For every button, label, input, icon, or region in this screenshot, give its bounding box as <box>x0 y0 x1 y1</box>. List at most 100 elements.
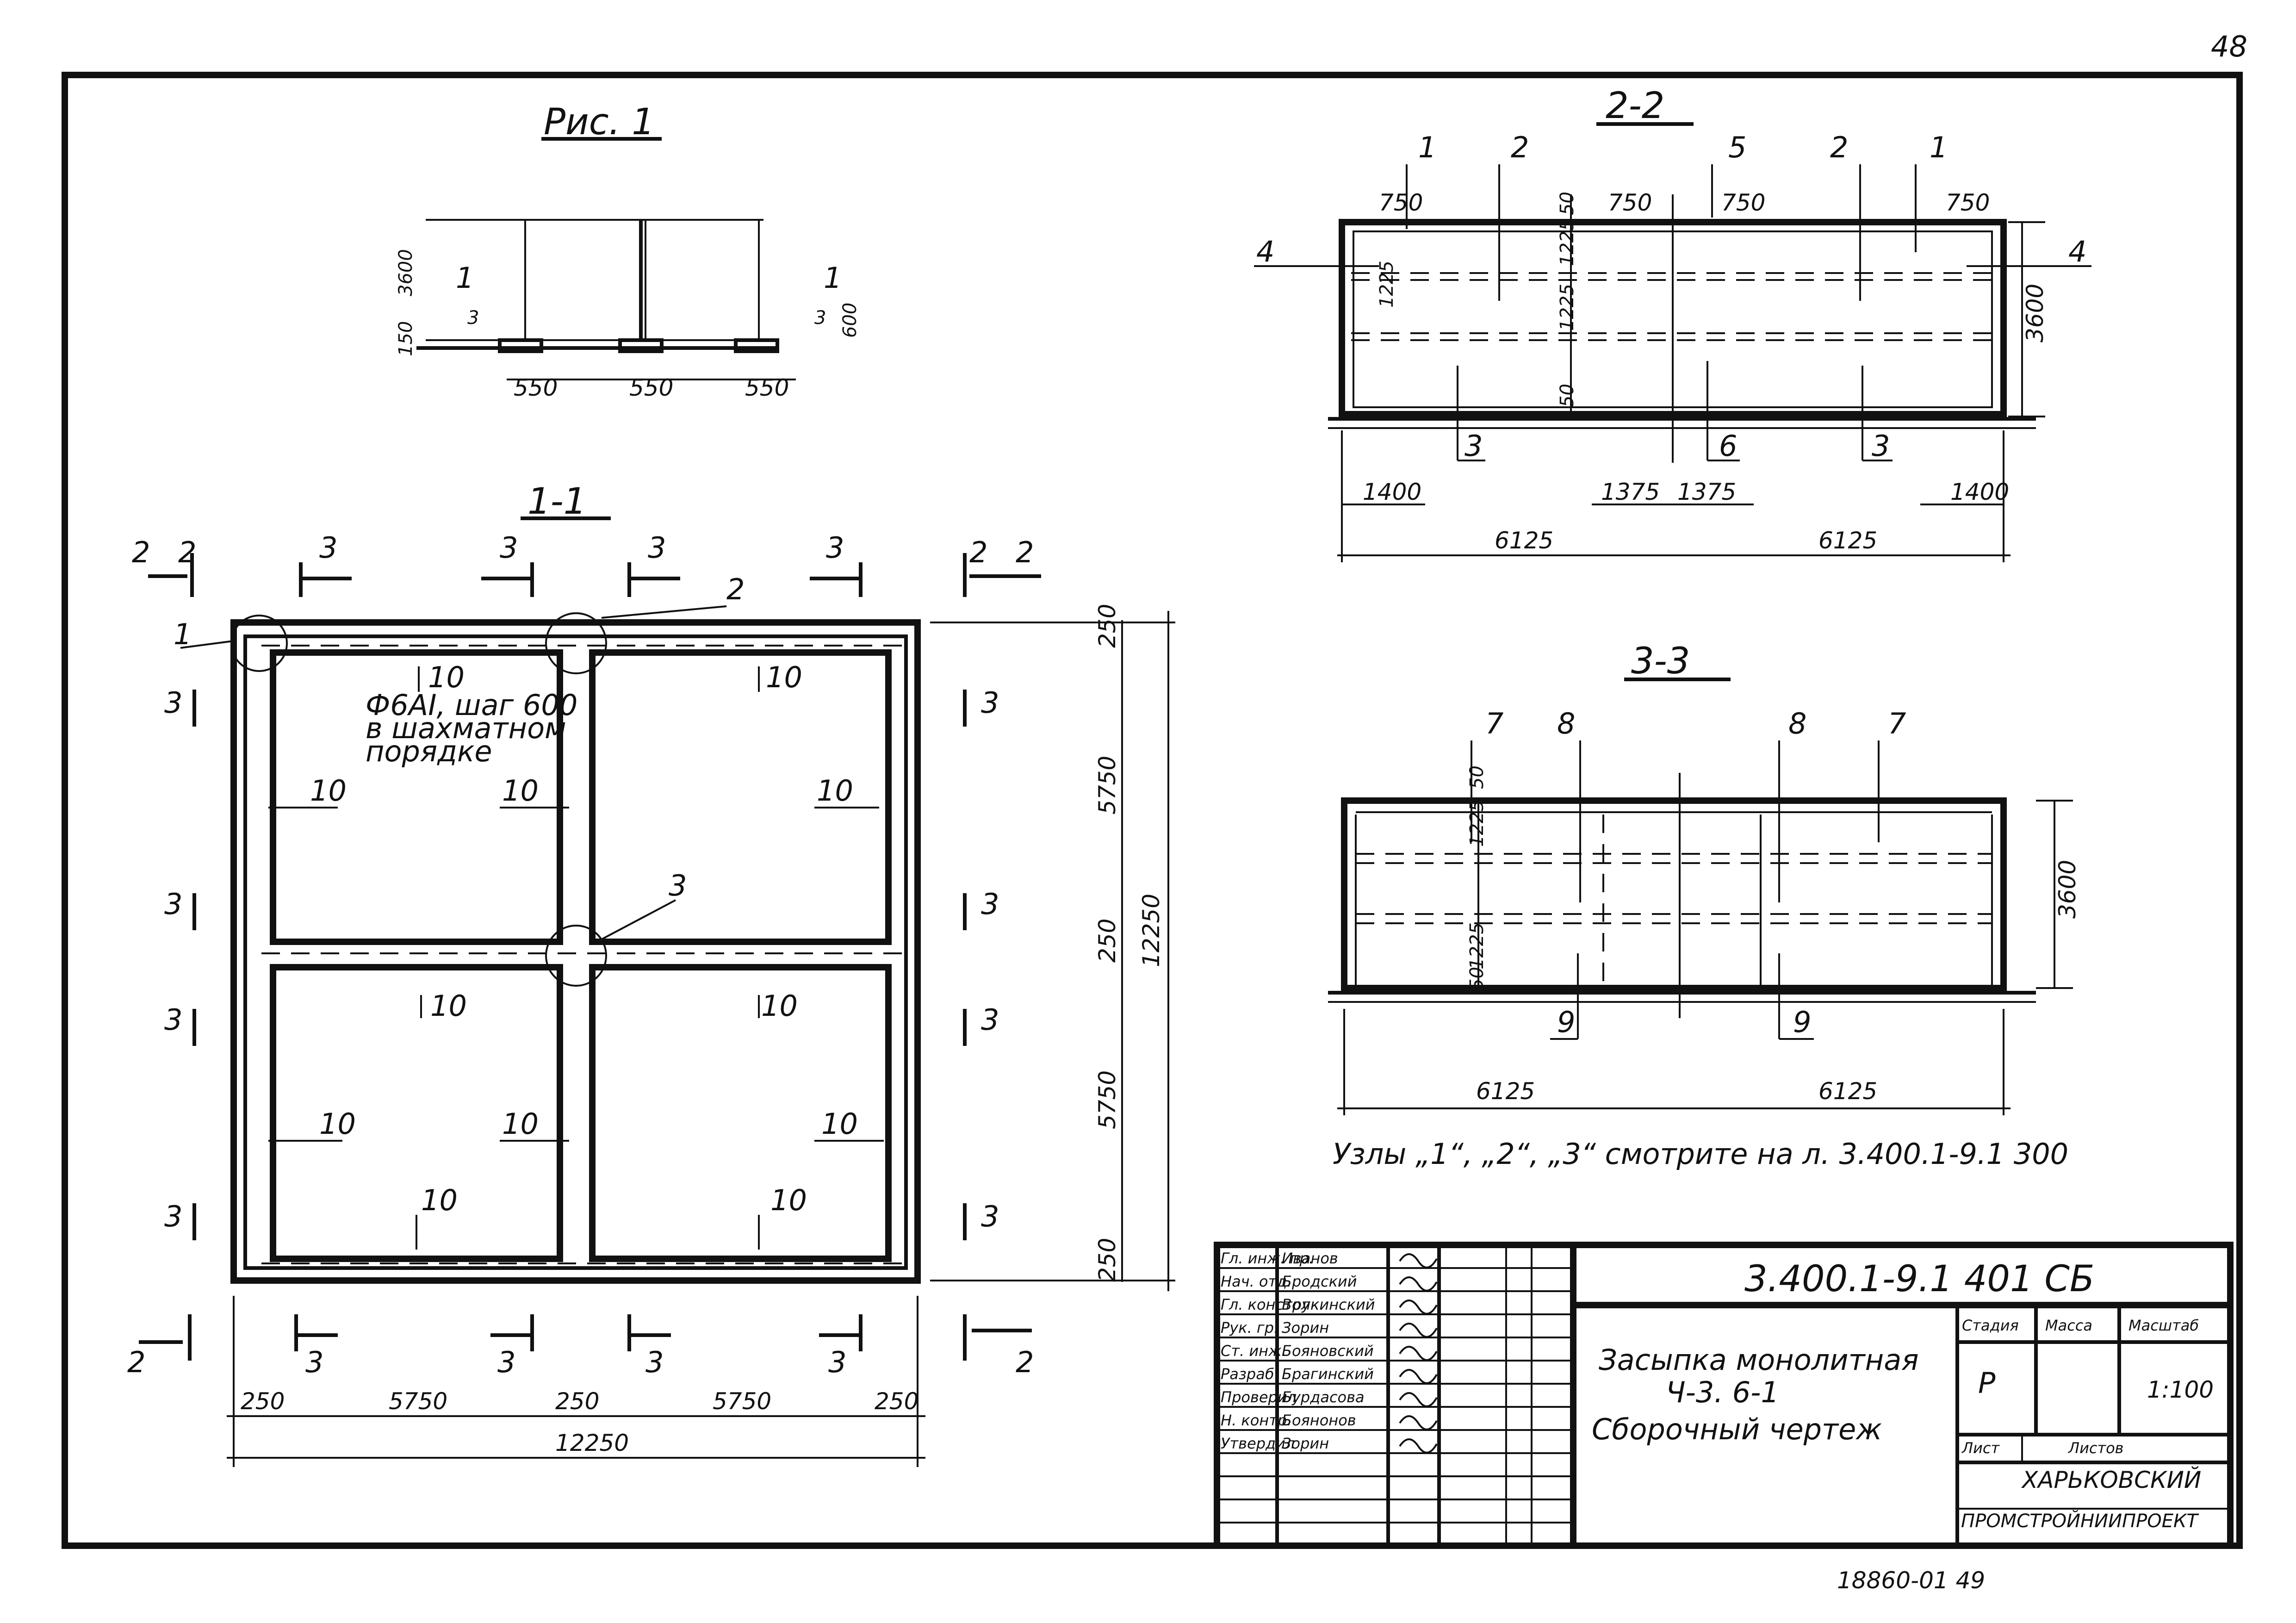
sheet-number: 48 <box>2211 30 2247 63</box>
tb-name-8: Боянонов <box>1282 1412 1356 1429</box>
right-dim-4: 5750 <box>1094 1070 1121 1129</box>
svg-text:3: 3 <box>981 1200 999 1233</box>
sec22-top-dim-1: 750 <box>1379 189 1423 216</box>
mark-10: 10 <box>421 1183 458 1217</box>
tb-org-line-1: ХАРЬКОВСКИЙ <box>2021 1466 2201 1493</box>
tb-name-4: Зорин <box>1282 1319 1329 1337</box>
cut-marker-2-bottom-right: 2 <box>963 1314 1034 1379</box>
rebar-note-line-3: порядке <box>366 734 492 768</box>
sec33-mark-2: 8 <box>1557 707 1575 740</box>
svg-text:3: 3 <box>828 1345 846 1379</box>
sec11-title: 1-1 <box>527 481 586 522</box>
sec22-total-1: 6125 <box>1495 527 1553 554</box>
sec33-left-dim-1: 50 <box>1466 765 1488 789</box>
sec33-total-1: 6125 <box>1476 1078 1535 1105</box>
tb-role-4: Рук. гр. <box>1221 1319 1278 1337</box>
tb-role-1: Гл. инж. пр. <box>1221 1250 1314 1267</box>
sec22-lower-mark-3: 3 <box>1872 429 1890 463</box>
sec33-mark-3: 8 <box>1788 707 1806 740</box>
fig1-base-label: 150 <box>395 321 416 356</box>
tb-name-line-3: Сборочный чертеж <box>1592 1412 1882 1446</box>
svg-text:2: 2 <box>1016 1345 1034 1379</box>
right-dim-2: 5750 <box>1094 756 1121 815</box>
sheet-frame <box>62 72 2243 1549</box>
tb-signatures <box>1399 1253 1438 1454</box>
sec22-lower-dim-3: 1375 <box>1677 479 1736 505</box>
svg-text:3: 3 <box>164 1003 182 1037</box>
sec33-bottom-mark-1: 9 <box>1557 1005 1575 1039</box>
tb-name-3: Волкинский <box>1282 1296 1375 1313</box>
tb-role-6: Разраб. <box>1221 1365 1279 1383</box>
sec22-title: 2-2 <box>1606 85 1664 127</box>
mark-10: 10 <box>502 1107 539 1141</box>
fig1-height-label: 3600 <box>395 249 416 296</box>
sec22-top-dim-3: 750 <box>1721 189 1765 216</box>
right-dim-5: 250 <box>1094 1238 1121 1282</box>
cut-marker-3: 3 <box>481 531 534 597</box>
mark-10: 10 <box>430 989 467 1023</box>
tb-role-8: Н. контр. <box>1221 1412 1291 1429</box>
mark-10: 10 <box>761 989 798 1023</box>
cut-marker-2-top-right: 2 2 <box>963 535 1041 597</box>
bottom-dim-1: 250 <box>241 1388 285 1415</box>
svg-text:3: 3 <box>826 531 844 565</box>
bottom-dim-total: 12250 <box>555 1430 629 1456</box>
sec22-inner-dim-3: 1225 <box>1557 284 1578 331</box>
rebar-note-line-1: Ф6AI, шаг 600 <box>366 688 577 722</box>
svg-text:3: 3 <box>164 887 182 921</box>
fig1-sec-right: 1 <box>824 261 842 295</box>
tb-name-2: Бродский <box>1282 1273 1357 1290</box>
tb-name-7: Бурдасова <box>1282 1388 1365 1406</box>
section-2-2: 2-2 1 2 5 2 1 750 750 750 750 4 4 50 1 <box>1254 85 2091 562</box>
sec33-left-dim-4: 50 <box>1466 967 1488 990</box>
sec22-top-dim-4: 750 <box>1946 189 1990 216</box>
tb-sheet-label: Лист <box>1961 1439 2000 1457</box>
rebar-note-line-2: в шахматном <box>366 711 566 745</box>
tb-stage: Р <box>1978 1366 1996 1400</box>
fig1-dim-3: 550 <box>745 374 789 401</box>
sec22-mark-3: 5 <box>1728 131 1746 164</box>
tb-scale: 1:100 <box>2147 1376 2214 1403</box>
node-1-circle <box>230 615 288 672</box>
sec22-left-inner: 1225 <box>1376 261 1397 308</box>
svg-text:3: 3 <box>981 1003 999 1037</box>
sec33-left-dim-3: 1225 <box>1466 922 1488 970</box>
sec22-lower-dim-4: 1400 <box>1950 479 2009 505</box>
cut-marker-3: 3 <box>810 531 863 597</box>
sec33-left-dim-2: 1225 <box>1466 800 1488 847</box>
sec22-lower-mark-1: 3 <box>1464 429 1483 463</box>
svg-text:3: 3 <box>319 531 337 565</box>
sec22-top-dim-2: 750 <box>1608 189 1652 216</box>
bottom-note: 18860-01 49 <box>1837 1567 1985 1594</box>
sec22-mark-1: 1 <box>1418 131 1436 164</box>
nodes-reference-note: Узлы „1“, „2“, „3“ смотрите на л. 3.400.… <box>1333 1137 2068 1171</box>
mark-10: 10 <box>766 660 802 694</box>
tb-role-2: Нач. отд. <box>1221 1273 1291 1290</box>
fig1-sec-left-num: 3 <box>467 307 479 329</box>
tb-sheets-label: Листов <box>2068 1439 2124 1457</box>
sec33-mark-4: 7 <box>1888 707 1906 740</box>
tb-h-scale: Масштаб <box>2128 1317 2199 1334</box>
sec33-height: 3600 <box>2054 860 2081 919</box>
sec22-lower-dim-2: 1375 <box>1601 479 1660 505</box>
sec22-mark-5: 1 <box>1930 131 1948 164</box>
right-dim-1: 250 <box>1094 604 1121 648</box>
svg-text:3: 3 <box>164 686 182 720</box>
tb-name-9: Зорин <box>1282 1435 1329 1452</box>
sec22-inner-dim-2: 1225 <box>1557 219 1578 266</box>
cut-marker-2-bottom-left: 2 <box>127 1314 192 1379</box>
sec33-title: 3-3 <box>1631 640 1690 682</box>
tb-role-9: Утвердил <box>1221 1435 1295 1452</box>
bottom-dim-3: 250 <box>555 1388 599 1415</box>
sec22-inner-dim-4: 50 <box>1557 384 1578 407</box>
svg-text:3: 3 <box>645 1345 664 1379</box>
fig1-dim-2: 550 <box>629 374 673 401</box>
tb-role-5: Ст. инж. <box>1221 1342 1286 1360</box>
svg-text:3: 3 <box>981 887 999 921</box>
svg-text:3: 3 <box>497 1345 515 1379</box>
tb-role-3: Гл. конструк. <box>1221 1296 1324 1313</box>
bottom-dim-4: 5750 <box>713 1388 771 1415</box>
sec22-side-left: 4 <box>1256 235 1274 268</box>
cut-marker-3: 3 <box>294 1314 338 1379</box>
